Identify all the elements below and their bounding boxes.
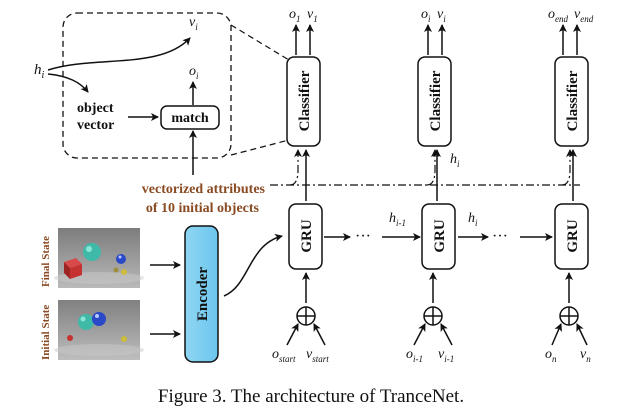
col3-in-o: on — [545, 347, 557, 364]
object-vector-label: object — [77, 101, 114, 116]
arrow-h-to-v — [47, 37, 191, 71]
hidden-h-cur: hi — [468, 211, 478, 228]
initial-state-label: Initial State — [40, 305, 52, 360]
col3-in-v: vn — [580, 347, 591, 364]
column-1: o1 v1 Classifier GRU ostart vstart — [272, 7, 329, 364]
col3-classifier-box — [554, 56, 589, 147]
col1-classifier-box — [286, 56, 321, 147]
col2-arrow-in-o — [413, 323, 426, 346]
match-box — [160, 105, 220, 130]
attrs-to-classifier-3 — [561, 149, 574, 186]
col1-out-o: o1 — [289, 7, 301, 24]
col3-gru-label: GRU — [565, 219, 581, 253]
col3-out-o: oend — [548, 7, 568, 24]
figure-caption: Figure 3. The architecture of TranceNet. — [158, 386, 464, 407]
col2-classifier-box — [417, 56, 452, 147]
inset-h-label: hi — [34, 62, 45, 81]
col3-out-v: vend — [574, 7, 594, 24]
attrs-to-classifier-2 — [426, 149, 439, 186]
col3-arrow-in-v — [576, 323, 588, 346]
zoom-line-bottom — [230, 139, 290, 156]
attrs-to-classifier-1 — [289, 149, 302, 186]
final-state-image — [54, 228, 144, 288]
attributes-line-1: vectorized attributes — [142, 182, 266, 197]
hidden-h-prev: hi-1 — [389, 211, 406, 228]
col2-h-label: hi — [450, 152, 460, 169]
column-2: oi vi Classifier hi GRU oi-1 vi-1 — [406, 7, 460, 364]
col1-in-o: ostart — [272, 347, 296, 364]
col2-out-v: vi — [437, 7, 446, 24]
col1-gru-box — [288, 203, 323, 270]
inset-v-label: vi — [189, 15, 198, 32]
arrow-h-to-object — [47, 73, 89, 93]
col2-arrow-in-v — [440, 323, 453, 346]
encoder-box — [184, 225, 219, 363]
attributes-line-2: of 10 initial objects — [146, 201, 260, 216]
inset-o-label: oi — [189, 64, 199, 81]
col1-classifier-label: Classifier — [297, 70, 313, 131]
ellipsis-2: ··· — [492, 228, 508, 245]
col1-out-v: v1 — [307, 7, 318, 24]
col1-arrow-in-v — [313, 323, 326, 346]
inset-detail: hi vi oi object vector match — [34, 12, 290, 175]
col3-gru-box — [554, 203, 589, 270]
col1-arrow-in-o — [286, 323, 299, 346]
arrow-encoder-to-gru — [223, 233, 283, 297]
col2-gru-box — [421, 203, 456, 270]
inset-dashed-box — [62, 12, 232, 159]
col2-gru-label: GRU — [432, 219, 448, 253]
final-state-label: Final State — [40, 236, 52, 287]
col3-arrow-in-o — [551, 323, 562, 346]
ellipsis-1: ··· — [355, 228, 371, 245]
column-3: oend vend Classifier GRU on vn — [545, 7, 594, 364]
col2-classifier-label: Classifier — [428, 70, 444, 131]
col1-gru-label: GRU — [299, 219, 315, 253]
initial-state-image — [54, 300, 144, 360]
col2-out-o: oi — [421, 7, 431, 24]
zoom-line-top — [230, 24, 290, 61]
encoder-label: Encoder — [195, 267, 211, 322]
match-label: match — [171, 111, 209, 126]
col2-in-o: oi-1 — [406, 347, 423, 364]
col2-in-v: vi-1 — [438, 347, 454, 364]
object-vector-label-2: vector — [77, 118, 114, 133]
col3-classifier-label: Classifier — [565, 70, 581, 131]
col1-in-v: vstart — [306, 347, 329, 364]
